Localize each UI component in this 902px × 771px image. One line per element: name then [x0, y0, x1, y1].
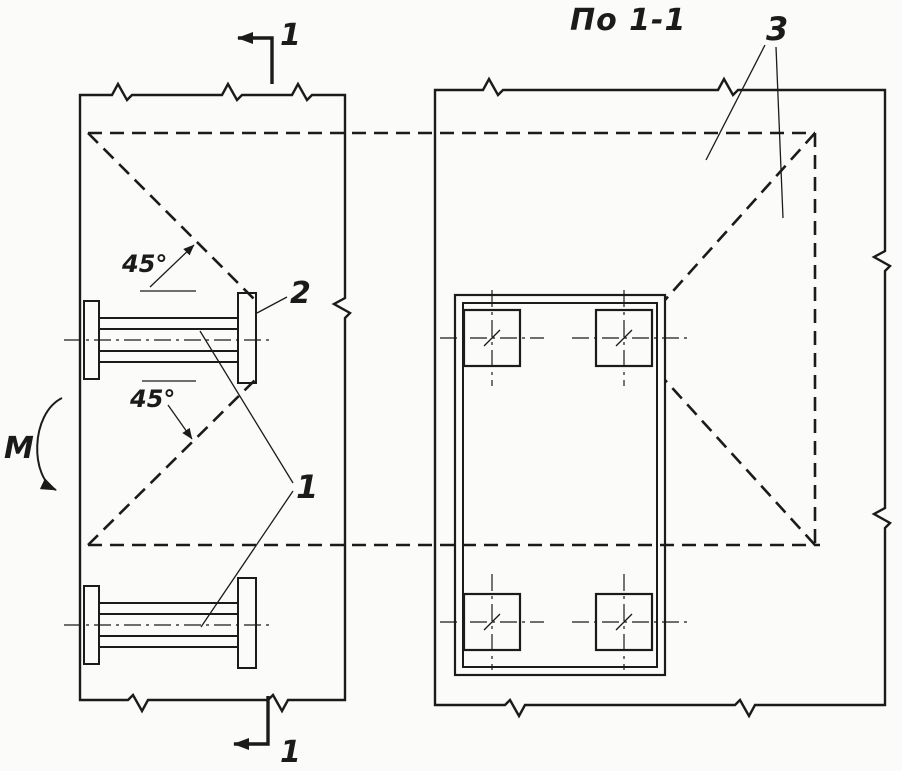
- section-cut-bottom-label: 1: [280, 735, 301, 770]
- moment-annotation: M: [4, 397, 63, 491]
- angle-upper-label: 45°: [121, 250, 167, 278]
- bolt-bottom-left: [440, 574, 544, 670]
- beam-lower-end-plate: [237, 577, 257, 669]
- section-cut-top-line: [237, 32, 274, 84]
- moment-label: M: [4, 431, 34, 466]
- section-view-title: По 1-1: [570, 3, 686, 38]
- callout-1-leader-upper: [199, 330, 294, 484]
- beam-upper: [64, 292, 272, 384]
- bolt-center-tick: [615, 613, 633, 631]
- callout-3-label: 3: [766, 10, 788, 48]
- callout-spread-lines: 3: [705, 10, 788, 219]
- bolt-center-tick: [483, 613, 501, 631]
- angle-annotation-lower: 45°: [129, 380, 196, 440]
- section-view: По 1-1: [433, 3, 892, 719]
- callout-1-label: 1: [296, 468, 318, 506]
- angle-lower-arrow: [167, 404, 193, 440]
- callout-beam: 1: [199, 330, 318, 628]
- bolt-top-left: [440, 290, 544, 386]
- bolt-bottom-right: [572, 574, 690, 670]
- section-cut-bottom-line: [233, 696, 270, 750]
- callout-3-leader-a: [705, 44, 766, 161]
- spread-diagonal-top-right: [664, 132, 816, 301]
- anchor-plate: [453, 293, 667, 677]
- angle-upper-arrow: [149, 244, 195, 288]
- elevation-view: M 45° 45° 2 1 1: [4, 18, 352, 770]
- wall-outline-right: [433, 76, 892, 719]
- section-cut-top-label: 1: [280, 18, 301, 53]
- beam-upper-end-plate: [237, 292, 257, 384]
- spread-diagonal-bottom-right: [664, 379, 816, 546]
- bolt-center-tick: [615, 329, 633, 347]
- callout-end-plate: 2: [256, 276, 311, 314]
- bolt-top-right: [572, 290, 690, 386]
- spread-diagonal-upper: [87, 132, 256, 301]
- callout-1-leader-lower: [200, 490, 294, 628]
- moment-arrow: [36, 397, 63, 491]
- beam-lower-wall-plate: [83, 585, 100, 665]
- angle-annotation-upper: 45°: [121, 244, 196, 292]
- beam-upper-wall-plate: [83, 300, 100, 380]
- callout-2-leader: [256, 296, 288, 314]
- angle-lower-label: 45°: [129, 385, 175, 413]
- callout-2-label: 2: [290, 276, 311, 311]
- spread-diagonal-lower: [87, 379, 256, 546]
- anchor-plate-inner: [462, 302, 658, 668]
- bolt-center-tick: [483, 329, 501, 347]
- section-cut-top: 1: [237, 18, 301, 84]
- section-cut-bottom: 1: [233, 696, 301, 770]
- anchor-plate-outer: [453, 293, 667, 677]
- beam-lower: [64, 577, 272, 669]
- wall-outline-left: [78, 81, 352, 714]
- callout-3-leader-b: [775, 46, 784, 219]
